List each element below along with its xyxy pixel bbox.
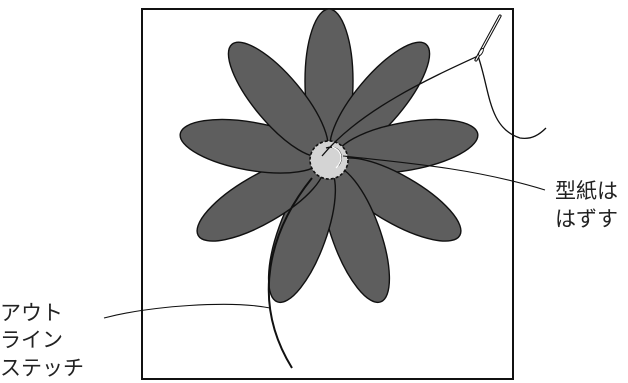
outline-stitch-label: ライン — [0, 325, 63, 355]
outline-stitch-label: ステッチ — [0, 353, 84, 383]
template-note-label: 型紙は — [555, 176, 618, 206]
outline-stitch-label: アウト — [0, 298, 63, 328]
template-note-label: はずす — [555, 204, 618, 234]
